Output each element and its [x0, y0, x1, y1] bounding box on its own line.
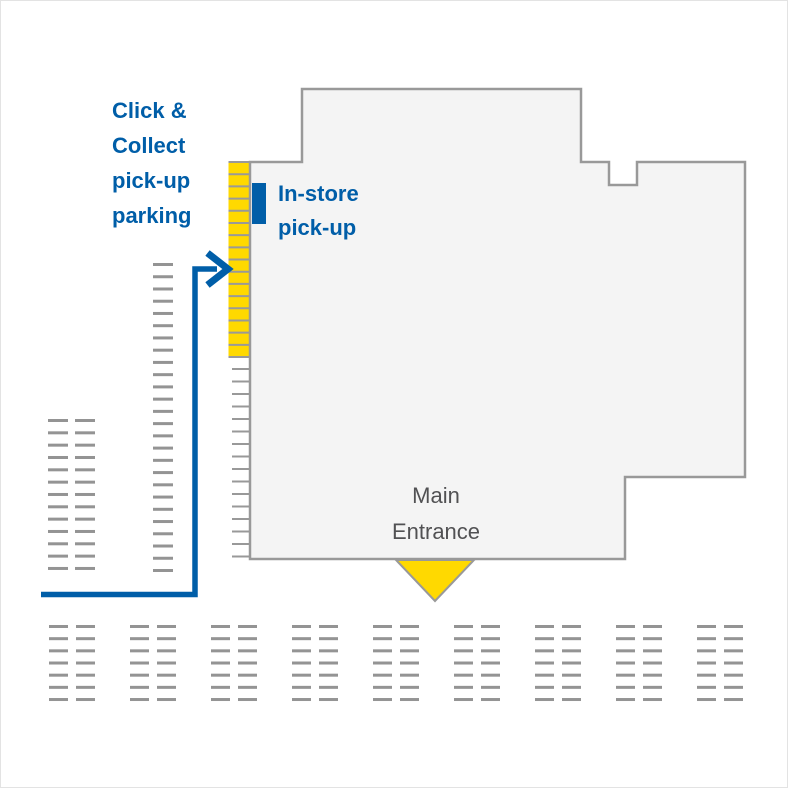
label-line: Click & — [112, 98, 187, 123]
label-line: Main — [412, 483, 460, 508]
driving-route-line — [41, 266, 217, 598]
click-collect-parking-label: Click & Collect pick-up parking — [112, 93, 191, 233]
in-store-pickup-label: In-store pick-up — [278, 177, 359, 245]
label-line: parking — [112, 203, 192, 228]
parking-rows-left — [48, 419, 95, 570]
building-edge-parking-ticks — [232, 368, 250, 558]
main-entrance-marker — [393, 559, 477, 603]
in-store-pickup-marker — [252, 183, 266, 224]
label-line: pick-up — [278, 215, 357, 240]
click-collect-strip-ticks — [228, 161, 250, 358]
label-line: Collect — [112, 133, 186, 158]
label-line: Entrance — [391, 519, 481, 544]
parking-lot-bottom — [49, 625, 743, 702]
label-line: In-store — [278, 181, 359, 206]
main-entrance-label: Main Entrance — [336, 478, 536, 550]
label-line: pick-up — [112, 168, 191, 193]
parking-row-middle — [153, 263, 173, 572]
store-building — [248, 87, 747, 561]
route-arrowhead-icon — [205, 250, 234, 288]
